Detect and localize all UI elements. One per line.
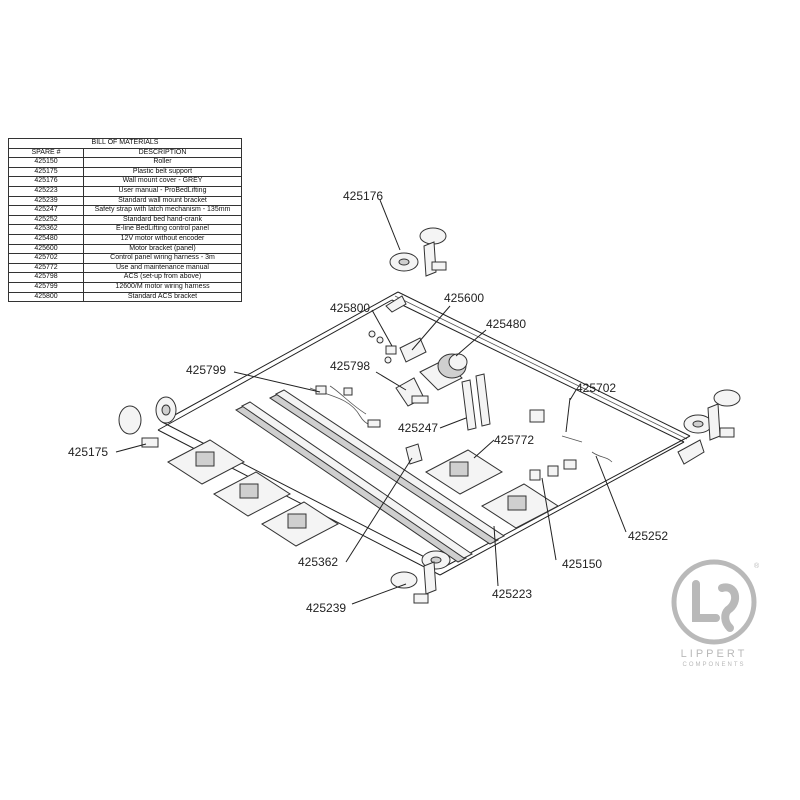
callout-425600: 425600	[444, 291, 484, 305]
callout-425702: 425702	[576, 381, 616, 395]
callout-425252: 425252	[628, 529, 668, 543]
callout-425150: 425150	[562, 557, 602, 571]
callout-425247: 425247	[398, 421, 438, 435]
callout-425239: 425239	[306, 601, 346, 615]
callout-425176: 425176	[343, 189, 383, 203]
callout-425799: 425799	[186, 363, 226, 377]
bom-description: Standard ACS bracket	[83, 291, 242, 303]
wall-mounts	[118, 227, 741, 604]
callout-425175: 425175	[68, 445, 108, 459]
manual-sheets	[167, 439, 559, 547]
callout-425772: 425772	[494, 433, 534, 447]
leader-lines	[115, 199, 627, 605]
bill-of-materials-table: BILL OF MATERIALS SPARE # DESCRIPTION 42…	[8, 138, 242, 303]
callout-425223: 425223	[492, 587, 532, 601]
callout-425800: 425800	[330, 301, 370, 315]
lippert-logo-mark: ®	[671, 559, 760, 645]
bed-slats	[235, 389, 505, 563]
callout-425798: 425798	[330, 359, 370, 373]
callout-425480: 425480	[486, 317, 526, 331]
callout-425362: 425362	[298, 555, 338, 569]
part-callouts: 425176 425800 425600 425480 425799 42579…	[68, 189, 668, 615]
lippert-logo: ® LIPPERT COMPONENTS	[664, 556, 764, 676]
motor-assembly	[309, 330, 613, 481]
logo-subtitle: COMPONENTS	[682, 662, 746, 668]
logo-wordmark: LIPPERT	[680, 648, 748, 660]
registered-mark: ®	[754, 562, 760, 570]
